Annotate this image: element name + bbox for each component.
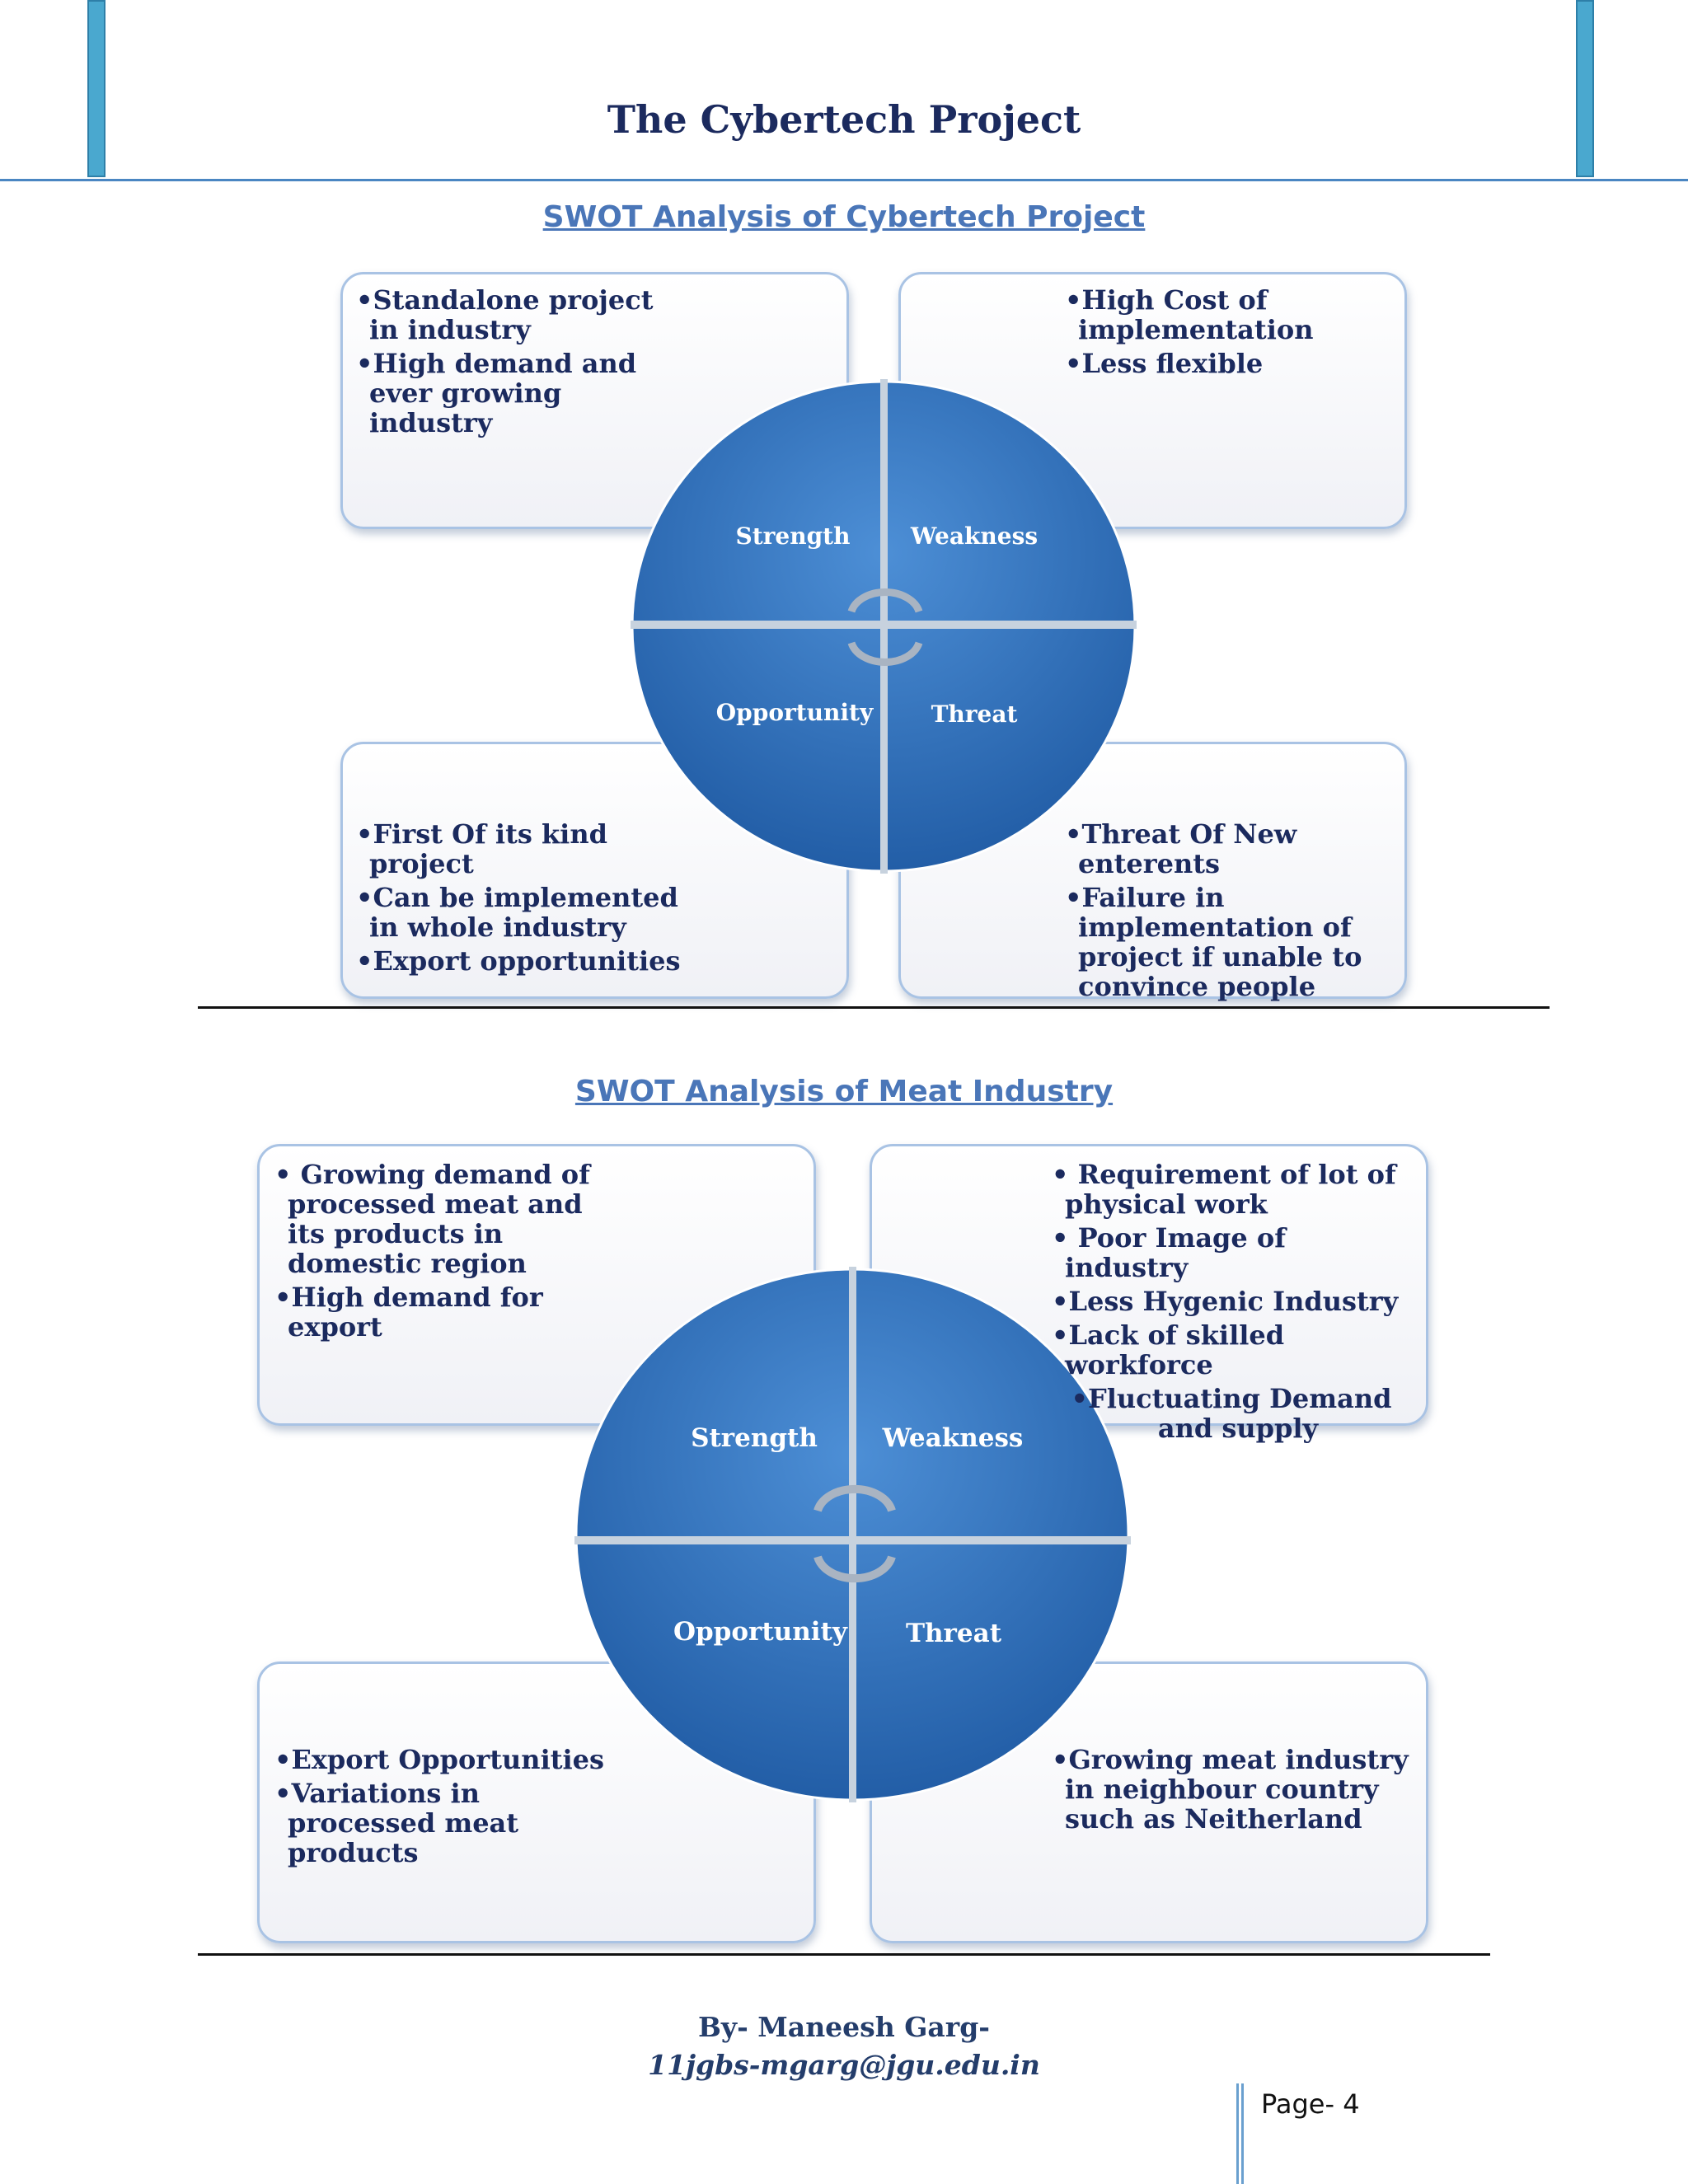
swot1-opportunity-item: •First Of its kind project <box>356 818 607 879</box>
swot1-opportunity-item: •Can be implemented in whole industry <box>356 882 678 943</box>
swot1-threats: •Threat Of New enterents •Failure in imp… <box>1065 819 1404 1005</box>
swot2-weaknesses: • Requirement of lot of physical work • … <box>1052 1160 1414 1447</box>
swot2-opportunity-item: •Variations in processed meat products <box>274 1778 519 1868</box>
swot1-weakness-item: •Less flexible <box>1065 348 1264 379</box>
header-rule <box>0 179 1688 181</box>
swot1-opportunity-item: •Export opportunities <box>356 945 681 977</box>
swot1-threat-item: •Failure in implementation of project if… <box>1065 882 1362 1002</box>
swot2-strengths: • Growing demand of processed meat and i… <box>274 1160 612 1346</box>
swot2-title: SWOT Analysis of Meat Industry <box>574 1075 1114 1108</box>
swot2-weakness-item: •Fluctuating Demand and supply <box>1071 1383 1392 1444</box>
swot2-opportunity-item: •Export Opportunities <box>274 1744 605 1775</box>
swot2-threats: •Growing meat industry in neighbour coun… <box>1052 1745 1414 1838</box>
swot1-circle <box>631 379 1137 874</box>
swot1-weakness-item: •High Cost of implementation <box>1065 284 1314 345</box>
page-title: The Cybertech Project <box>607 97 1081 142</box>
swot2-circle <box>574 1267 1131 1802</box>
page-number: Page- 4 <box>1261 2088 1360 2120</box>
swot2-strength-item: • Growing demand of processed meat and i… <box>274 1159 590 1279</box>
swot2-strength-item: •High demand for export <box>274 1282 543 1343</box>
swot2-weakness-item: • Poor Image of industry <box>1052 1222 1287 1283</box>
swot1-strengths: •Standalone project in industry •High de… <box>356 285 686 442</box>
page-number-rule <box>1236 2083 1239 2184</box>
header-right-bar <box>1576 0 1594 177</box>
swot1-threat-label: Threat <box>931 701 1018 728</box>
swot1-strength-item: •High demand and ever growing industry <box>356 348 637 438</box>
swot1-strength-item: •Standalone project in industry <box>356 284 654 345</box>
swot2-threat-label: Threat <box>905 1619 1002 1648</box>
swot2-strength-label: Strength <box>691 1423 818 1453</box>
page-number-rule-2 <box>1241 2083 1244 2184</box>
swot2-weakness-label: Weakness <box>882 1423 1024 1453</box>
swot1-opportunity-label: Opportunity <box>715 699 874 726</box>
swot1-title: SWOT Analysis of Cybertech Project <box>542 200 1146 234</box>
swot2-opportunity-label: Opportunity <box>673 1617 847 1647</box>
swot2-weakness-item: •Lack of skilled workforce <box>1052 1319 1285 1380</box>
swot2-weakness-item: • Requirement of lot of physical work <box>1052 1159 1396 1220</box>
footer-author: By- Maneesh Garg- <box>698 2011 990 2043</box>
swot1-strength-label: Strength <box>735 523 851 550</box>
bottom-divider <box>198 1953 1490 1956</box>
swot2-weakness-item: •Less Hygenic Industry <box>1052 1286 1399 1317</box>
footer-email: 11jgbs-mgarg@jgu.edu.in <box>648 2049 1040 2081</box>
swot1-weakness-label: Weakness <box>910 523 1039 550</box>
swot2-threat-item: •Growing meat industry in neighbour coun… <box>1052 1744 1409 1835</box>
swot2-opportunities: •Export Opportunities •Variations in pro… <box>274 1745 621 1872</box>
swot1-opportunities: •First Of its kind project •Can be imple… <box>356 819 686 980</box>
swot1-weaknesses: •High Cost of implementation •Less flexi… <box>1065 285 1337 382</box>
header-left-bar <box>87 0 106 177</box>
swot1-threat-item: •Threat Of New enterents <box>1065 818 1297 879</box>
section-divider <box>198 1006 1550 1009</box>
